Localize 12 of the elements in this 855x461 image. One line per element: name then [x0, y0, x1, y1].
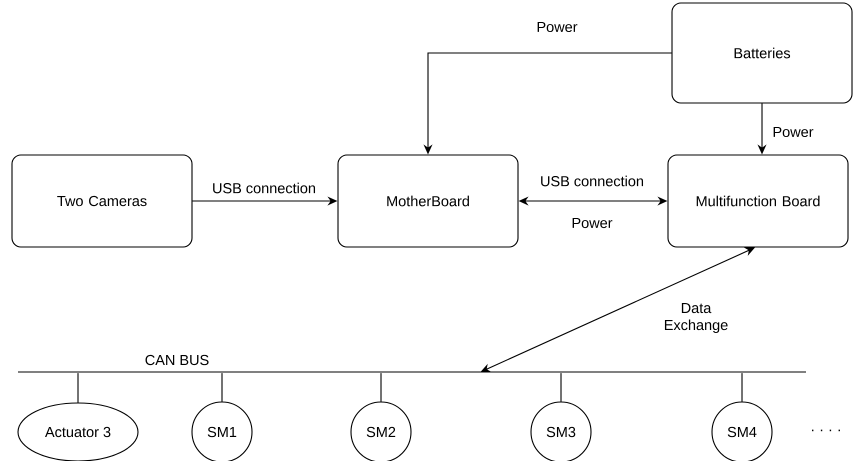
text-label: Power	[572, 218, 612, 228]
edge-label: Data Exchange	[660, 302, 732, 334]
component-box: Multifunction Board	[667, 154, 849, 248]
bus-line: CAN BUS	[18, 354, 806, 373]
edge-label: Power	[535, 20, 579, 34]
edge-label: USB connection	[539, 174, 645, 188]
edge-label: USB connection	[211, 182, 317, 194]
component-box: MotherBoard	[337, 154, 519, 248]
edge-label: Power	[771, 126, 815, 138]
ellipsis-dots: · · · ·	[812, 430, 840, 432]
component-box: Batteries	[671, 2, 853, 104]
component-box: Two Cameras	[11, 154, 193, 248]
